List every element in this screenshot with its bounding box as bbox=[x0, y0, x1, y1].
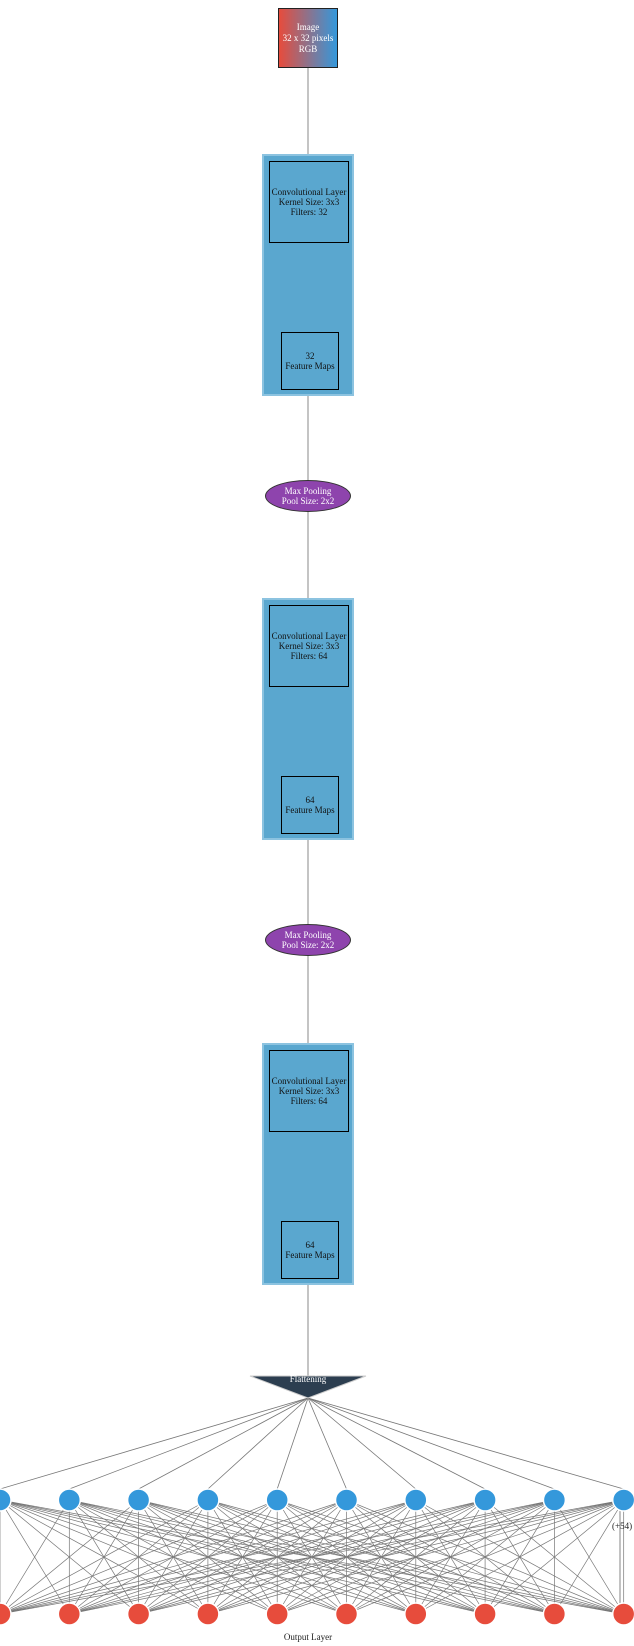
edge-flatten-hidden bbox=[138, 1397, 309, 1490]
feature-maps-3-count: 64 bbox=[305, 1240, 315, 1250]
conv-layer-1-kernel: Kernel Size: 3x3 bbox=[278, 197, 340, 207]
hidden-node bbox=[542, 1488, 567, 1512]
hidden-node bbox=[334, 1488, 359, 1512]
flatten-label: Flattening bbox=[289, 1374, 327, 1384]
edge-flatten-hidden bbox=[307, 1397, 624, 1490]
conv-layer-2-filters: Filters: 64 bbox=[290, 651, 328, 661]
edge-hidden-output bbox=[0, 1499, 416, 1615]
edge-hidden-output bbox=[484, 1499, 624, 1615]
output-node bbox=[126, 1602, 151, 1626]
edge-hidden-output bbox=[0, 1499, 555, 1615]
conv-layer-2-kernel: Kernel Size: 3x3 bbox=[278, 641, 340, 651]
edge-flatten-hidden bbox=[69, 1397, 309, 1490]
output-node bbox=[196, 1602, 220, 1626]
edge-flatten-hidden bbox=[207, 1397, 309, 1490]
flatten-to-hidden-edges bbox=[0, 1397, 624, 1490]
conv-layer-1-group: Convolutional Layer Kernel Size: 3x3 Fil… bbox=[262, 154, 354, 396]
pool-2-title: Max Pooling bbox=[284, 930, 332, 940]
feature-maps-3-label: Feature Maps bbox=[285, 1250, 335, 1260]
input-channels: RGB bbox=[298, 43, 318, 54]
output-node bbox=[334, 1602, 359, 1626]
edge-hidden-output bbox=[0, 1499, 278, 1615]
max-pooling-1: Max Pooling Pool Size: 2x2 bbox=[265, 480, 351, 512]
conv-layer-2-title: Convolutional Layer bbox=[271, 631, 347, 641]
edge-hidden-output bbox=[0, 1499, 624, 1615]
conv-layer-3-title: Convolutional Layer bbox=[271, 1076, 347, 1086]
conv-layer-3-filters: Filters: 64 bbox=[290, 1096, 328, 1106]
output-node bbox=[473, 1602, 497, 1626]
conv-layer-1-title: Convolutional Layer bbox=[271, 187, 347, 197]
hidden-node bbox=[0, 1488, 12, 1512]
conv-layer-2: Convolutional Layer Kernel Size: 3x3 Fil… bbox=[269, 605, 349, 687]
edge-hidden-output bbox=[138, 1499, 624, 1615]
edge-hidden-output bbox=[415, 1499, 624, 1615]
edge-hidden-output bbox=[0, 1499, 209, 1615]
conv-layer-1: Convolutional Layer Kernel Size: 3x3 Fil… bbox=[269, 161, 349, 243]
pool-2-size: Pool Size: 2x2 bbox=[281, 940, 335, 950]
hidden-node bbox=[196, 1488, 220, 1512]
edge-flatten-hidden bbox=[307, 1397, 486, 1490]
output-node bbox=[265, 1602, 289, 1626]
input-image-node: Image 32 x 32 pixels RGB bbox=[278, 8, 338, 68]
hidden-to-output-edges bbox=[0, 1499, 625, 1615]
conv-layer-3-kernel: Kernel Size: 3x3 bbox=[278, 1086, 340, 1096]
hidden-node bbox=[265, 1488, 289, 1512]
feature-maps-2-count: 64 bbox=[305, 795, 315, 805]
output-node bbox=[404, 1602, 428, 1626]
edge-hidden-output bbox=[207, 1499, 624, 1615]
edge-flatten-hidden bbox=[307, 1397, 555, 1490]
feature-maps-2: 64 Feature Maps bbox=[281, 776, 339, 834]
output-layer-label: Output Layer bbox=[283, 1632, 333, 1642]
hidden-node bbox=[404, 1488, 428, 1512]
max-pooling-2: Max Pooling Pool Size: 2x2 bbox=[265, 924, 351, 956]
edge-hidden-output bbox=[69, 1499, 624, 1615]
edge-flatten-hidden bbox=[0, 1397, 309, 1490]
hidden-node bbox=[126, 1488, 151, 1512]
pool-1-title: Max Pooling bbox=[284, 486, 332, 496]
feature-maps-2-label: Feature Maps bbox=[285, 805, 335, 815]
conv-layer-3-group: Convolutional Layer Kernel Size: 3x3 Fil… bbox=[262, 1043, 354, 1285]
edge-hidden-output bbox=[0, 1499, 139, 1615]
input-size: 32 x 32 pixels bbox=[282, 32, 334, 43]
feature-maps-3: 64 Feature Maps bbox=[281, 1221, 339, 1279]
hidden-node bbox=[57, 1488, 82, 1512]
edge-hidden-output bbox=[0, 1499, 347, 1615]
input-label: Image bbox=[296, 21, 320, 32]
output-layer bbox=[0, 1602, 634, 1626]
edge-flatten-hidden bbox=[307, 1397, 347, 1490]
edge-hidden-output bbox=[346, 1499, 624, 1615]
feature-maps-1: 32 Feature Maps bbox=[281, 332, 339, 390]
output-node bbox=[611, 1602, 634, 1626]
hidden-node bbox=[473, 1488, 497, 1512]
feature-maps-1-count: 32 bbox=[305, 351, 315, 361]
edge-hidden-output bbox=[0, 1499, 70, 1615]
more-nodes-note: (+54) bbox=[612, 1521, 633, 1531]
edge-hidden-output bbox=[0, 1499, 486, 1615]
conv-layer-2-group: Convolutional Layer Kernel Size: 3x3 Fil… bbox=[262, 598, 354, 840]
output-node bbox=[542, 1602, 567, 1626]
hidden-layer bbox=[0, 1488, 634, 1512]
edge-hidden-output bbox=[554, 1499, 624, 1615]
feature-maps-1-label: Feature Maps bbox=[285, 361, 335, 371]
pool-1-size: Pool Size: 2x2 bbox=[281, 496, 335, 506]
conv-layer-1-filters: Filters: 32 bbox=[290, 207, 328, 217]
edge-flatten-hidden bbox=[307, 1397, 417, 1490]
conv-layer-3: Convolutional Layer Kernel Size: 3x3 Fil… bbox=[269, 1050, 349, 1132]
output-node bbox=[57, 1602, 82, 1626]
edge-hidden-output bbox=[277, 1499, 624, 1615]
hidden-node bbox=[611, 1488, 634, 1512]
edge-flatten-hidden bbox=[276, 1397, 309, 1490]
flatten-node bbox=[249, 1375, 367, 1399]
output-node bbox=[0, 1602, 12, 1626]
